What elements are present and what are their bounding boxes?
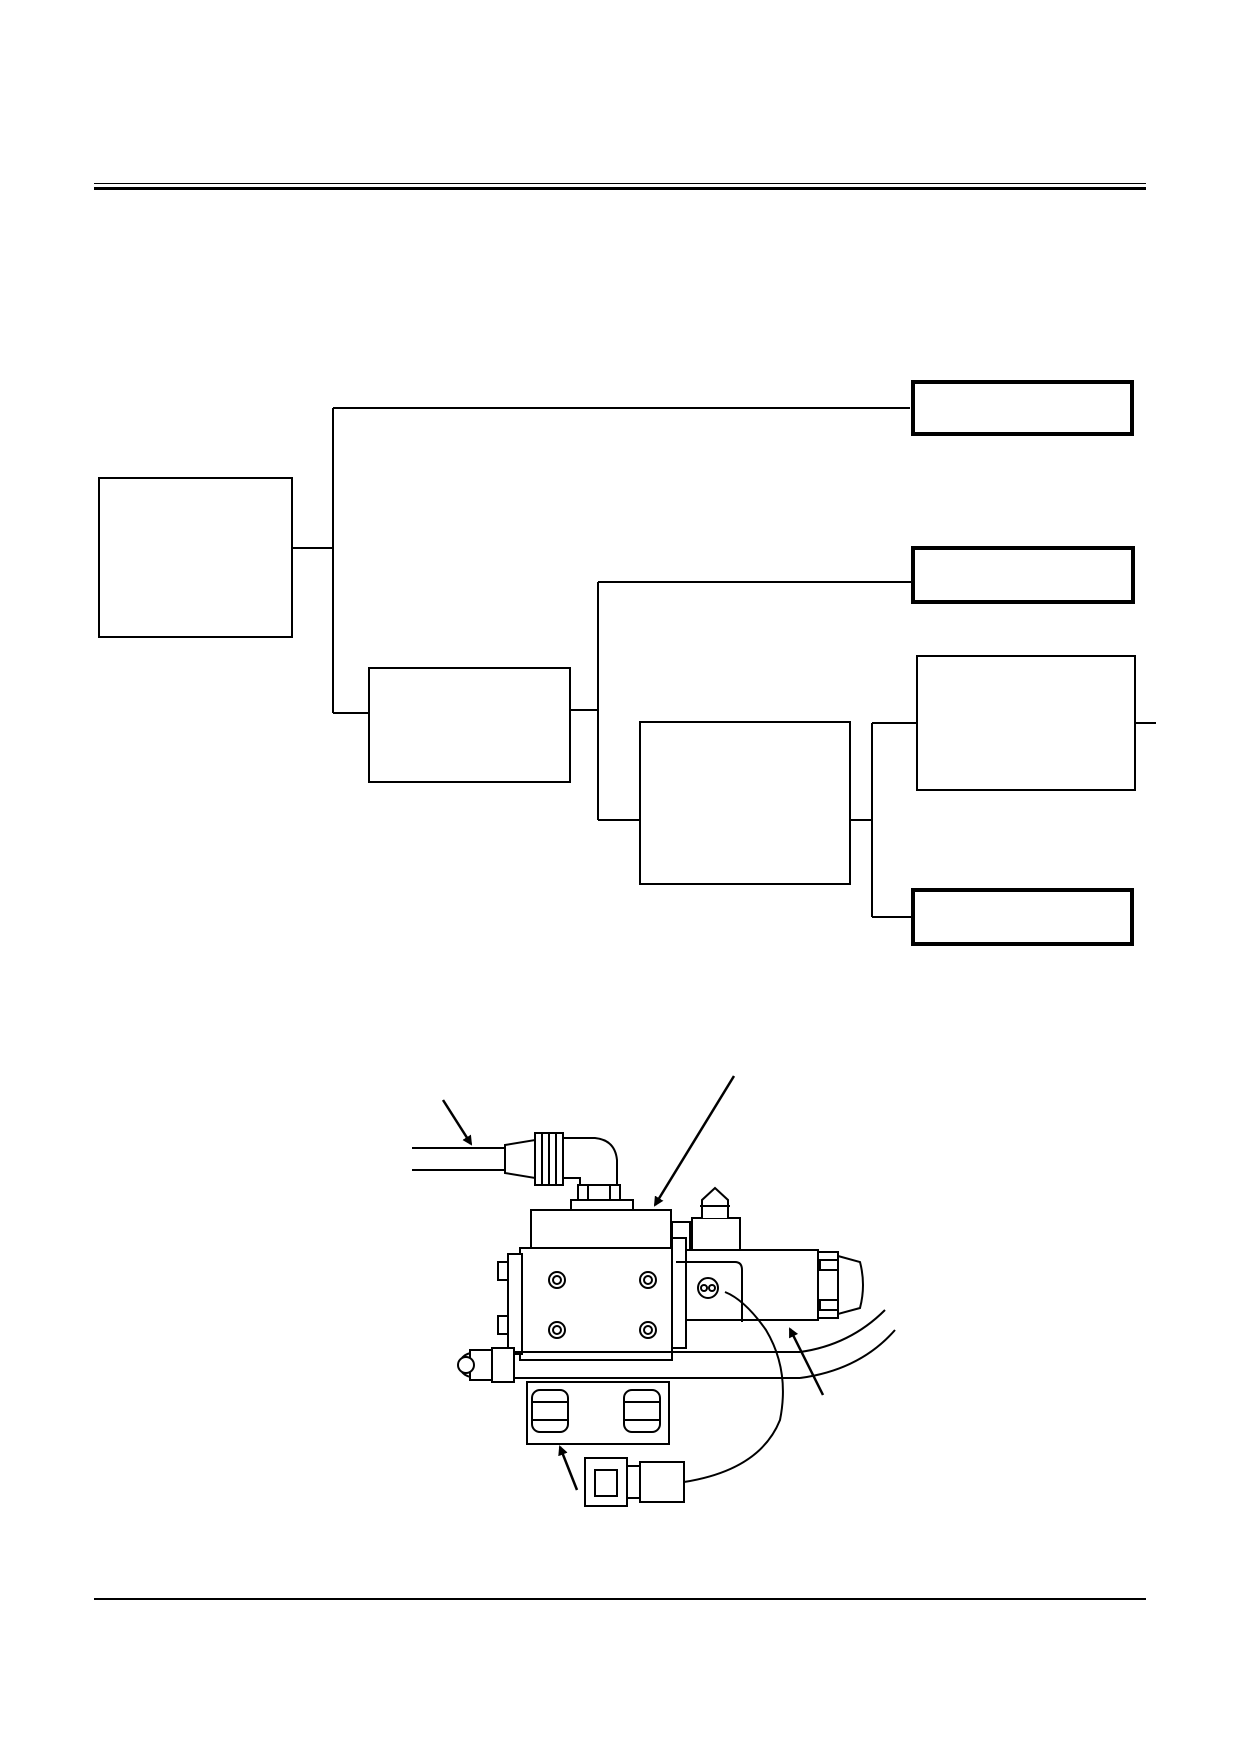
header-rule-thin bbox=[94, 183, 1146, 184]
node-mid bbox=[368, 667, 571, 783]
callout-arrow-hose bbox=[441, 1099, 473, 1146]
cross-pipe bbox=[457, 1309, 896, 1383]
callout-arrow-valve-body bbox=[653, 1075, 736, 1207]
valve-actuator bbox=[676, 1249, 864, 1322]
node-lower-upper bbox=[916, 655, 1136, 791]
flowchart-diagram bbox=[98, 380, 1156, 946]
valve-top-block bbox=[530, 1199, 672, 1249]
lower-manifold bbox=[526, 1381, 670, 1445]
inlet-hose bbox=[412, 1132, 621, 1204]
footer-rule bbox=[94, 1598, 1146, 1600]
node-lower-bottom bbox=[911, 888, 1134, 946]
node-root bbox=[98, 477, 293, 638]
callout-arrow-actuator bbox=[788, 1327, 825, 1396]
header-rule-thick bbox=[94, 187, 1146, 190]
callout-arrow-manifold bbox=[558, 1445, 579, 1491]
node-branch-top bbox=[911, 380, 1134, 436]
valve-main-body bbox=[497, 1237, 687, 1361]
node-mid-upper bbox=[911, 546, 1135, 604]
node-lower bbox=[639, 721, 851, 885]
electrical-connector bbox=[584, 1291, 784, 1507]
